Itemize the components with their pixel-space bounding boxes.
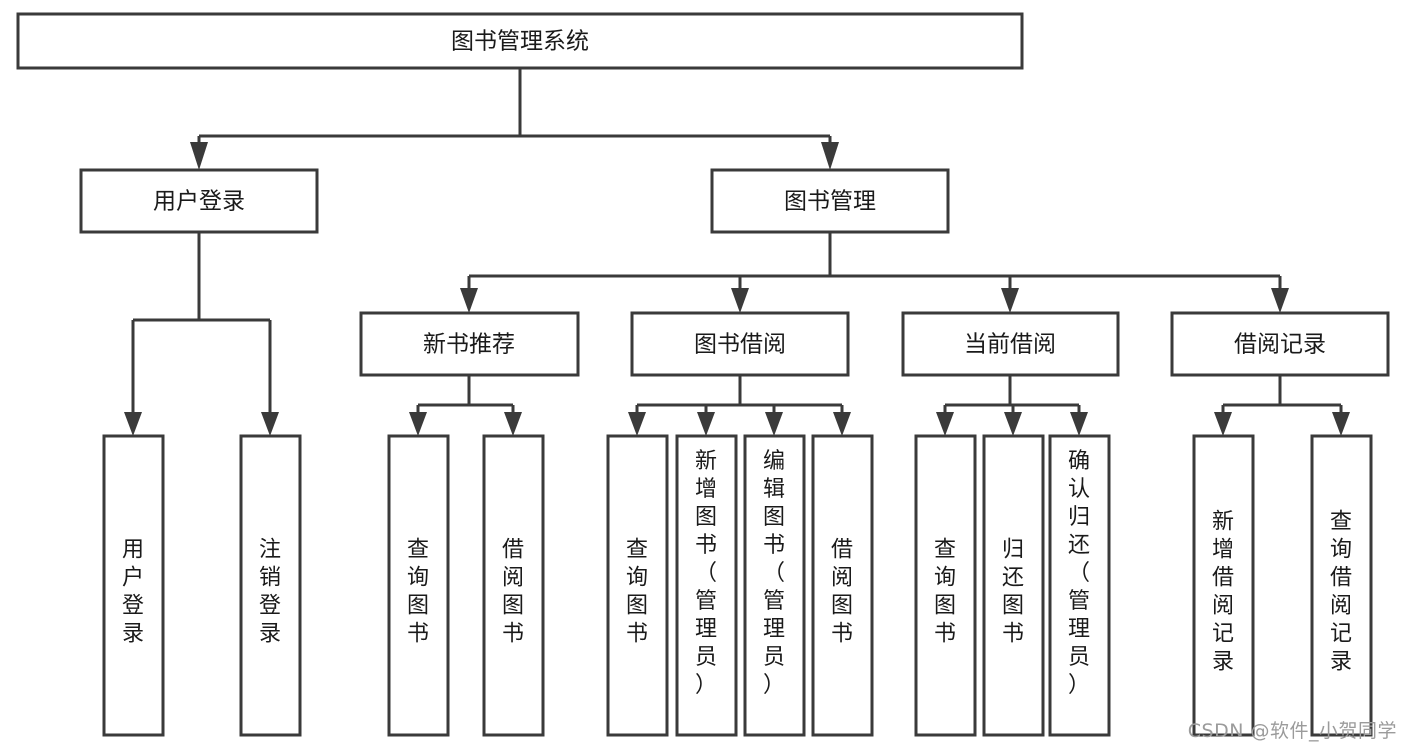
leaf-new-book-0[interactable]: 查询图书 bbox=[387, 434, 450, 737]
node-user-login-rect[interactable] bbox=[79, 168, 319, 234]
leaf-user-login-0[interactable]: 用户登录 bbox=[102, 434, 165, 737]
node-current-borrow[interactable]: 当前借阅 bbox=[901, 311, 1120, 377]
csdn-watermark: CSDN @软件_小贺同学 bbox=[1187, 720, 1397, 742]
node-user-login[interactable]: 用户登录 bbox=[79, 168, 319, 234]
leaf-borrow-record-0-label: 新增借阅记录 bbox=[1212, 510, 1234, 675]
leaf-book-borrow-0[interactable]: 查询图书 bbox=[606, 434, 669, 737]
leaf-book-borrow-3[interactable]: 借阅图书 bbox=[811, 434, 874, 737]
node-root[interactable]: 图书管理系统 bbox=[16, 12, 1024, 70]
leaf-book-borrow-3-rect[interactable] bbox=[811, 434, 874, 737]
leaf-current-borrow-2-rect[interactable] bbox=[1048, 434, 1111, 737]
arrowheads-layer bbox=[124, 142, 1350, 436]
edge-userlogin-bus bbox=[131, 232, 272, 418]
leaf-current-borrow-1-rect[interactable] bbox=[982, 434, 1045, 737]
arrowhead-record bbox=[1271, 288, 1289, 313]
leaf-book-borrow-2[interactable]: 编辑图书（管理员） bbox=[743, 434, 806, 737]
leaf-current-borrow-1-label: 归还图书 bbox=[1002, 538, 1024, 647]
edge-newbook-bus bbox=[416, 375, 515, 418]
arrowhead-leaf-7 bbox=[765, 412, 783, 436]
arrowhead-leaf-5 bbox=[628, 412, 646, 436]
leaf-borrow-record-1[interactable]: 查询借阅记录 bbox=[1310, 434, 1373, 737]
node-new-book-recommend-rect[interactable] bbox=[359, 311, 580, 377]
leaf-borrow-record-1-label: 查询借阅记录 bbox=[1330, 510, 1352, 675]
arrowhead-borrow bbox=[731, 288, 749, 313]
node-root-label: 图书管理系统 bbox=[451, 29, 589, 55]
edge-borrow-bus bbox=[635, 375, 844, 418]
edge-bookmgmt-bus bbox=[467, 232, 1282, 294]
node-root-rect[interactable] bbox=[16, 12, 1024, 70]
arrowhead-newbook bbox=[460, 288, 478, 313]
leaf-user-login-0-label: 用户登录 bbox=[122, 538, 144, 647]
leaf-current-borrow-0-label: 查询图书 bbox=[934, 538, 956, 647]
arrowhead-leaf-1 bbox=[124, 412, 142, 436]
arrowhead-bookmgmt bbox=[821, 142, 839, 170]
leaf-book-borrow-1-rect[interactable] bbox=[675, 434, 738, 737]
node-new-book-recommend-label: 新书推荐 bbox=[423, 332, 515, 358]
node-book-management[interactable]: 图书管理 bbox=[710, 168, 950, 234]
node-borrow-record[interactable]: 借阅记录 bbox=[1170, 311, 1390, 377]
arrowhead-leaf-12 bbox=[1214, 412, 1232, 436]
leaf-borrow-record-0-rect[interactable] bbox=[1192, 434, 1255, 737]
node-current-borrow-label: 当前借阅 bbox=[964, 332, 1056, 358]
leaf-borrow-record-1-rect[interactable] bbox=[1310, 434, 1373, 737]
node-book-management-label: 图书管理 bbox=[784, 189, 876, 215]
leaf-book-borrow-3-label: 借阅图书 bbox=[831, 538, 853, 647]
node-book-borrow[interactable]: 图书借阅 bbox=[630, 311, 850, 377]
leaf-new-book-1-label: 借阅图书 bbox=[502, 538, 524, 647]
leaf-user-login-1-label: 注销登录 bbox=[259, 538, 281, 647]
leaf-new-book-0-rect[interactable] bbox=[387, 434, 450, 737]
node-borrow-record-rect[interactable] bbox=[1170, 311, 1390, 377]
leaf-user-login-1-rect[interactable] bbox=[239, 434, 302, 737]
leaf-user-login-0-rect[interactable] bbox=[102, 434, 165, 737]
arrowhead-leaf-8 bbox=[833, 412, 851, 436]
arrowhead-leaf-2 bbox=[261, 412, 279, 436]
leaf-book-borrow-1[interactable]: 新增图书（管理员） bbox=[675, 434, 738, 737]
edge-current-bus bbox=[943, 375, 1081, 418]
arrowhead-leaf-4 bbox=[504, 412, 522, 436]
leaf-current-borrow-2-label: 确认归还（管理员） bbox=[1068, 449, 1090, 698]
leaf-new-book-1[interactable]: 借阅图书 bbox=[482, 434, 545, 737]
node-current-borrow-rect[interactable] bbox=[901, 311, 1120, 377]
leaf-new-book-0-label: 查询图书 bbox=[407, 538, 429, 647]
leaf-book-borrow-2-rect[interactable] bbox=[743, 434, 806, 737]
leaf-new-book-1-rect[interactable] bbox=[482, 434, 545, 737]
leaf-current-borrow-2[interactable]: 确认归还（管理员） bbox=[1048, 434, 1111, 737]
leaf-book-borrow-2-label: 编辑图书（管理员） bbox=[763, 449, 785, 698]
leaf-book-borrow-0-label: 查询图书 bbox=[626, 538, 648, 647]
leaf-borrow-record-0[interactable]: 新增借阅记录 bbox=[1192, 434, 1255, 737]
arrowhead-leaf-6 bbox=[697, 412, 715, 436]
arrowhead-leaf-3 bbox=[409, 412, 427, 436]
node-new-book-recommend[interactable]: 新书推荐 bbox=[359, 311, 580, 377]
node-book-borrow-rect[interactable] bbox=[630, 311, 850, 377]
node-book-management-rect[interactable] bbox=[710, 168, 950, 234]
node-book-borrow-label: 图书借阅 bbox=[694, 332, 786, 358]
arrowhead-leaf-9 bbox=[936, 412, 954, 436]
leaf-book-borrow-1-label: 新增图书（管理员） bbox=[695, 449, 717, 698]
edges-layer bbox=[131, 68, 1343, 418]
leaf-book-borrow-0-rect[interactable] bbox=[606, 434, 669, 737]
arrowhead-userlogin bbox=[190, 142, 208, 170]
node-user-login-label: 用户登录 bbox=[153, 189, 245, 215]
edge-root-bus bbox=[197, 68, 832, 156]
leaf-current-borrow-0[interactable]: 查询图书 bbox=[914, 434, 977, 737]
arrowhead-leaf-10 bbox=[1004, 412, 1022, 436]
arrowhead-leaf-13 bbox=[1332, 412, 1350, 436]
leaf-current-borrow-1[interactable]: 归还图书 bbox=[982, 434, 1045, 737]
leaf-user-login-1[interactable]: 注销登录 bbox=[239, 434, 302, 737]
node-borrow-record-label: 借阅记录 bbox=[1234, 332, 1326, 358]
arrowhead-current bbox=[1001, 288, 1019, 313]
edge-record-bus bbox=[1221, 375, 1343, 418]
arrowhead-leaf-11 bbox=[1070, 412, 1088, 436]
leaf-current-borrow-0-rect[interactable] bbox=[914, 434, 977, 737]
